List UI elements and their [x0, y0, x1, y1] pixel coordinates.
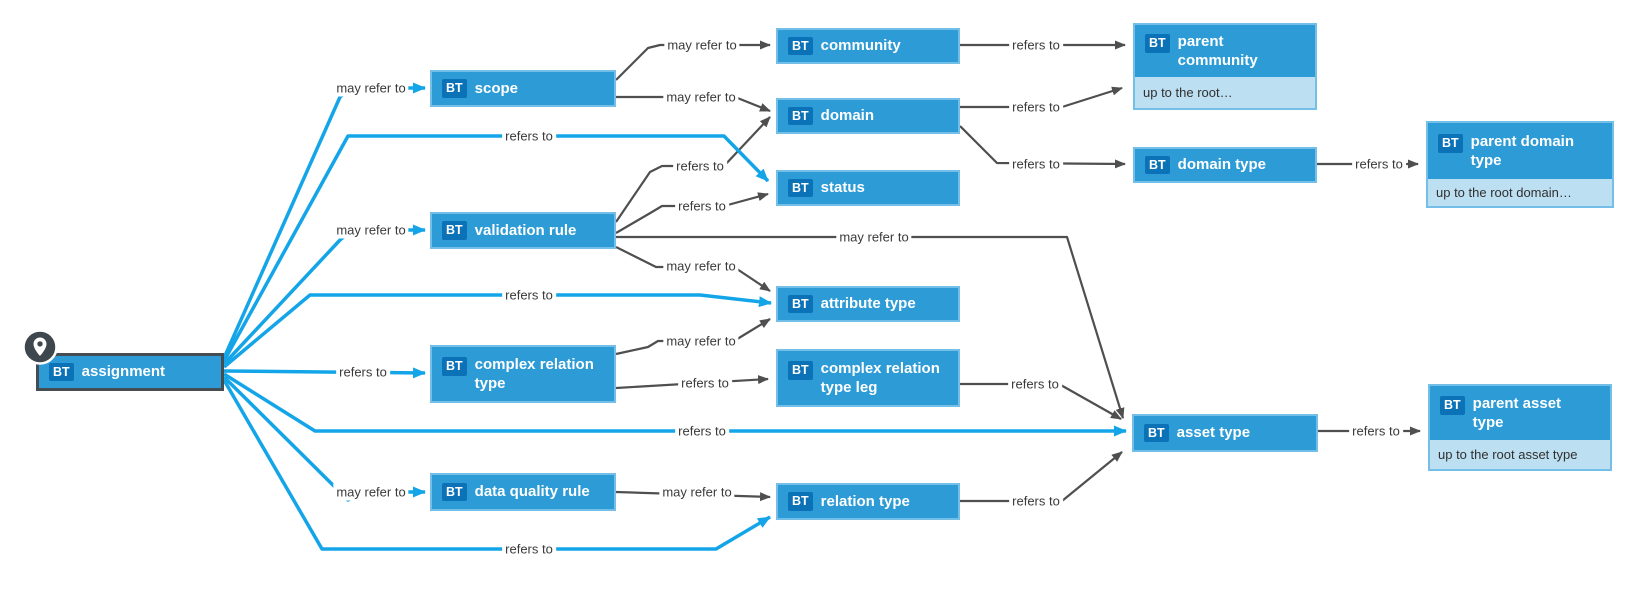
node-label: complex relation type leg: [820, 360, 940, 397]
edge-validation-rule-status[interactable]: [615, 192, 769, 234]
node-subtext: up to the root asset type: [1430, 440, 1610, 469]
edge-label-community-parent-community: refers to: [1009, 36, 1063, 54]
node-label: status: [820, 179, 865, 197]
edge-label-domain-parent-community: refers to: [1009, 98, 1063, 116]
node-label: parent asset type: [1472, 395, 1562, 432]
node-label: parent community: [1177, 33, 1258, 70]
edge-label-validation-rule-domain: refers to: [673, 157, 727, 175]
node-label: parent domain type: [1470, 133, 1575, 170]
node-attribute-type[interactable]: BT attribute type: [776, 286, 960, 322]
edge-complex-relation-type-attribute-type[interactable]: [615, 318, 771, 356]
node-subtext: up to the root…: [1135, 77, 1315, 108]
node-relation-type[interactable]: BT relation type: [776, 483, 960, 520]
edge-assignment-asset-type[interactable]: [223, 372, 1127, 437]
bt-badge: BT: [1145, 34, 1170, 53]
edge-assignment-complex-relation-type[interactable]: [223, 367, 426, 379]
node-label: complex relation type: [474, 356, 594, 393]
edge-assignment-data-quality-rule[interactable]: [222, 375, 426, 502]
node-label: asset type: [1176, 424, 1251, 442]
edge-label-assignment-status: refers to: [502, 127, 556, 145]
edge-assignment-relation-type[interactable]: [222, 379, 771, 551]
edge-validation-rule-attribute-type[interactable]: [615, 246, 771, 292]
node-label: domain type: [1177, 156, 1267, 174]
node-complex-relation-type-leg[interactable]: BT complex relation type leg: [776, 349, 960, 407]
node-assignment[interactable]: BT assignment: [36, 353, 224, 391]
bt-badge: BT: [442, 357, 467, 376]
edge-label-assignment-complex-relation-type: refers to: [336, 363, 390, 381]
node-label: community: [820, 37, 901, 55]
edge-label-assignment-data-quality-rule: may refer to: [333, 483, 409, 501]
edge-label-validation-rule-attribute-type: may refer to: [663, 257, 739, 275]
node-label: assignment: [81, 363, 166, 381]
edge-label-assignment-attribute-type: refers to: [502, 286, 556, 304]
edge-label-validation-rule-asset-type: may refer to: [836, 228, 912, 246]
edge-label-assignment-relation-type: refers to: [502, 540, 556, 558]
node-scope[interactable]: BT scope: [430, 70, 616, 107]
bt-badge: BT: [1440, 396, 1465, 415]
node-domain-type[interactable]: BT domain type: [1133, 147, 1317, 183]
edge-label-validation-rule-status: refers to: [675, 197, 729, 215]
edge-label-assignment-validation-rule: may refer to: [333, 221, 409, 239]
node-parent-community[interactable]: BT parent community up to the root…: [1133, 23, 1317, 110]
node-data-quality-rule[interactable]: BT data quality rule: [430, 473, 616, 511]
node-label: domain: [820, 107, 875, 125]
edge-label-complex-relation-type-leg-asset-type: refers to: [1008, 375, 1062, 393]
node-status[interactable]: BT status: [776, 170, 960, 206]
node-complex-relation-type[interactable]: BT complex relation type: [430, 345, 616, 403]
edge-domain-domain-type[interactable]: [959, 125, 1126, 169]
edge-label-complex-relation-type-complex-relation-type-leg: refers to: [678, 374, 732, 392]
edge-label-scope-domain: may refer to: [663, 88, 739, 106]
node-parent-domain-type[interactable]: BT parent domain type up to the root domai…: [1426, 121, 1614, 208]
location-pin-icon: [20, 327, 60, 367]
node-label: scope: [474, 79, 519, 97]
node-label: attribute type: [820, 295, 916, 313]
edge-label-complex-relation-type-attribute-type: may refer to: [663, 332, 739, 350]
node-domain[interactable]: BT domain: [776, 98, 960, 134]
edge-label-domain-type-parent-domain-type: refers to: [1352, 155, 1406, 173]
bt-badge: BT: [442, 79, 467, 98]
node-community[interactable]: BT community: [776, 28, 960, 64]
bt-badge: BT: [1144, 423, 1169, 443]
edge-label-relation-type-asset-type: refers to: [1009, 492, 1063, 510]
node-validation-rule[interactable]: BT validation rule: [430, 212, 616, 249]
edge-label-asset-type-parent-asset-type: refers to: [1349, 422, 1403, 440]
bt-badge: BT: [788, 294, 813, 314]
bt-badge: BT: [788, 361, 813, 380]
bt-badge: BT: [442, 221, 467, 240]
node-label: validation rule: [474, 221, 577, 239]
bt-badge: BT: [788, 178, 813, 198]
bt-badge: BT: [788, 36, 813, 56]
edge-label-data-quality-rule-relation-type: may refer to: [659, 483, 735, 501]
node-label: data quality rule: [474, 483, 590, 501]
bt-badge: BT: [442, 482, 467, 502]
edge-label-domain-domain-type: refers to: [1009, 155, 1063, 173]
bt-badge: BT: [788, 492, 813, 511]
bt-badge: BT: [49, 362, 74, 382]
bt-badge: BT: [1438, 134, 1463, 153]
node-subtext: up to the root domain…: [1428, 179, 1612, 206]
node-asset-type[interactable]: BT asset type: [1132, 414, 1318, 452]
edge-label-assignment-asset-type: refers to: [675, 422, 729, 440]
edge-label-scope-community: may refer to: [664, 36, 740, 54]
bt-badge: BT: [1145, 155, 1170, 175]
edge-validation-rule-asset-type[interactable]: [616, 235, 1125, 419]
bt-badge: BT: [788, 106, 813, 126]
edge-label-assignment-scope: may refer to: [333, 79, 409, 97]
node-parent-asset-type[interactable]: BT parent asset type up to the root asset …: [1428, 384, 1612, 471]
node-label: relation type: [820, 492, 910, 510]
